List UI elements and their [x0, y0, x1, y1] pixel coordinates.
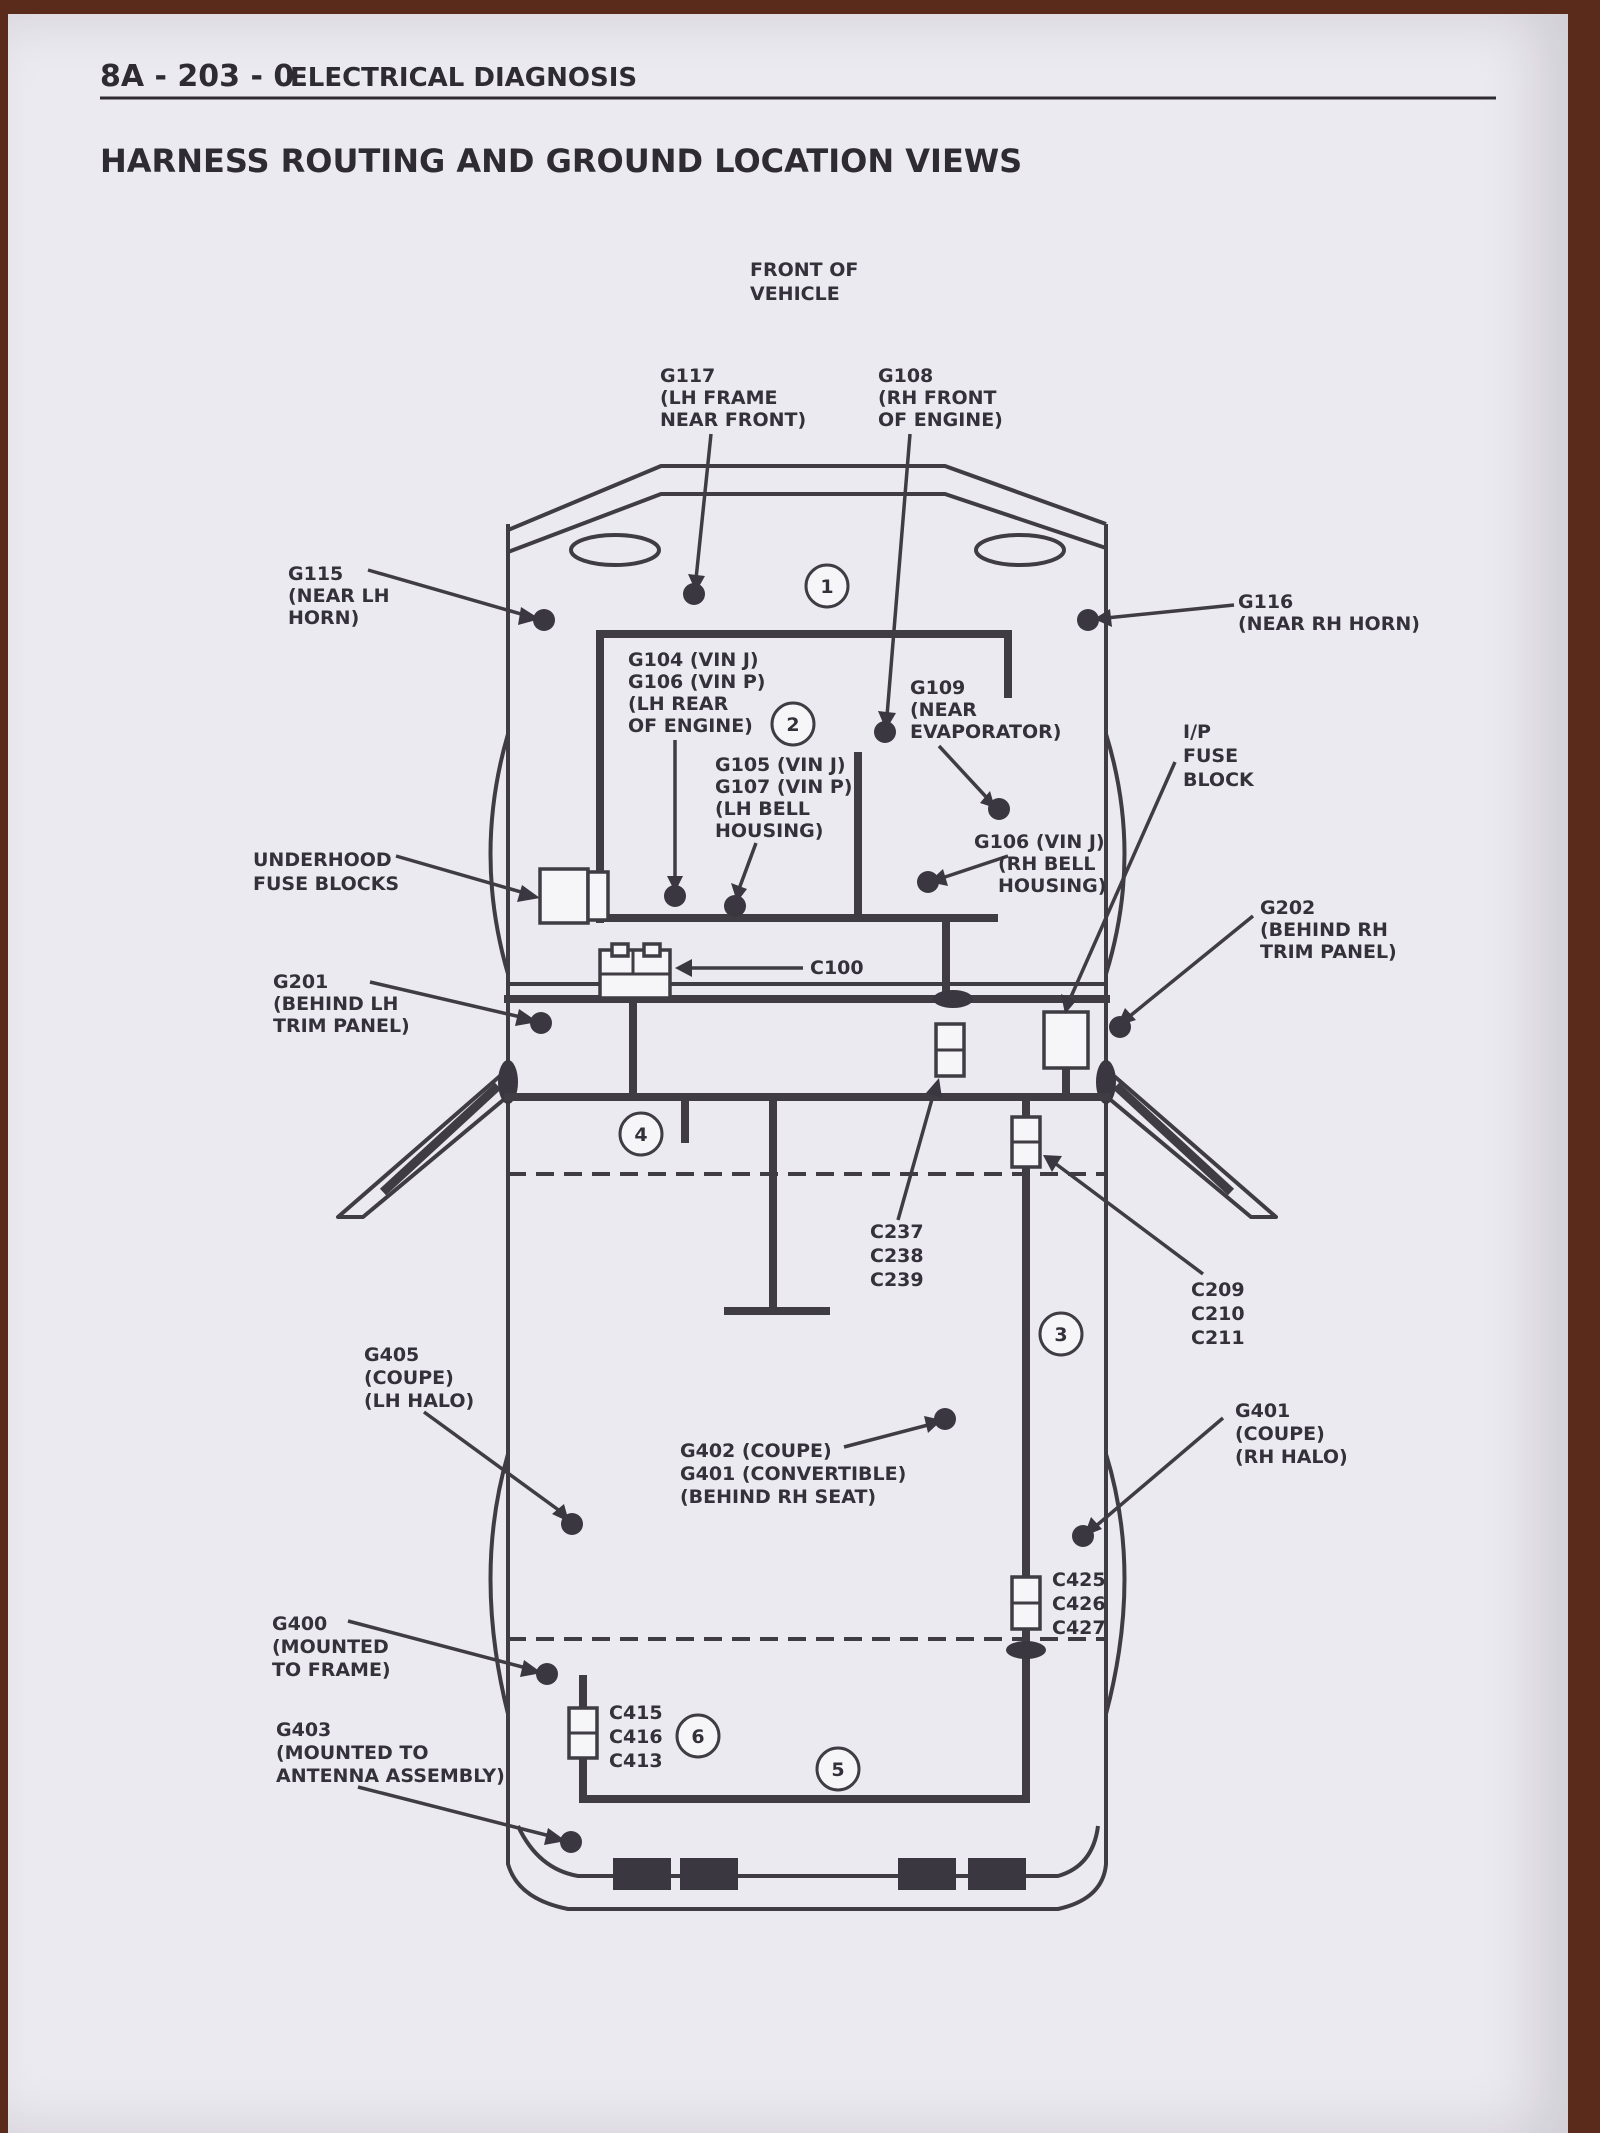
leader-lines	[347, 433, 1255, 1845]
label-g402: G402 (COUPE) G401 (CONVERTIBLE) (BEHIND …	[680, 1440, 913, 1508]
label-g401-rh-halo: G401 (COUPE) (RH HALO)	[1235, 1400, 1348, 1468]
manual-page: 8A - 203 - 0 ELECTRICAL DIAGNOSIS HARNES…	[8, 14, 1568, 2133]
label-g104: G104 (VIN J) G106 (VIN P) (LH REAR OF EN…	[628, 649, 772, 737]
ground-g116	[1077, 609, 1099, 631]
c209-connector	[1010, 1115, 1042, 1169]
zone-3: 3	[1054, 1324, 1067, 1346]
callout-labels: G117 (LH FRAME NEAR FRONT) G108 (RH FRON…	[253, 365, 1420, 1787]
label-g403: G403 (MOUNTED TO ANTENNA ASSEMBLY)	[276, 1719, 505, 1787]
firewall-grommet	[933, 990, 973, 1008]
label-g202: G202 (BEHIND RH TRIM PANEL)	[1260, 897, 1397, 963]
label-c425: C425 C426 C427	[1052, 1569, 1112, 1639]
page-code: 8A - 203 - 0	[100, 59, 294, 94]
underhood-fuse-block-1	[538, 867, 590, 925]
ground-g115	[533, 609, 555, 631]
zone-2: 2	[786, 714, 799, 736]
ground-g400	[536, 1663, 558, 1685]
orientation-label: FRONT OF VEHICLE	[750, 259, 865, 305]
ground-g403	[560, 1831, 582, 1853]
label-g400: G400 (MOUNTED TO FRAME)	[272, 1613, 395, 1681]
label-g117: G117 (LH FRAME NEAR FRONT)	[660, 365, 806, 431]
vehicle-outline	[336, 464, 1278, 1911]
c237-connector	[934, 1022, 966, 1078]
underhood-fuse-block-2	[586, 870, 610, 922]
label-c237: C237 C238 C239	[870, 1221, 930, 1291]
label-g109: G109 (NEAR EVAPORATOR)	[910, 677, 1061, 743]
connectors	[538, 867, 1090, 1760]
section-title: ELECTRICAL DIAGNOSIS	[290, 63, 637, 93]
ip-fuse-block	[1042, 1010, 1090, 1070]
label-g201: G201 (BEHIND LH TRIM PANEL)	[273, 971, 410, 1037]
label-underhood-fuse-blocks: UNDERHOOD FUSE BLOCKS	[253, 849, 399, 895]
zone-6: 6	[691, 1726, 704, 1748]
zone-1: 1	[820, 576, 833, 598]
ground-g402	[934, 1408, 956, 1430]
zone-markers: 1 2 3 4 5 6	[618, 563, 1084, 1792]
label-g106-vinj: G106 (VIN J) (RH BELL HOUSING)	[974, 831, 1111, 897]
ground-g106-vinj	[917, 871, 939, 893]
c100-connector	[598, 942, 672, 1000]
page-title: HARNESS ROUTING AND GROUND LOCATION VIEW…	[100, 142, 1022, 180]
label-c100: C100	[810, 957, 864, 979]
label-c415: C415 C416 C413	[609, 1702, 669, 1772]
label-g108: G108 (RH FRONT OF ENGINE)	[878, 365, 1003, 431]
label-c209: C209 C210 C211	[1191, 1279, 1251, 1349]
ground-g201	[530, 1012, 552, 1034]
zone-5: 5	[831, 1759, 844, 1781]
label-ip-fuse-block: I/P FUSE BLOCK	[1183, 721, 1255, 791]
ground-g104	[664, 885, 686, 907]
ground-g105	[724, 895, 746, 917]
c415-connector	[567, 1706, 599, 1760]
c425-connector	[1010, 1575, 1042, 1631]
label-g115: G115 (NEAR LH HORN)	[288, 563, 396, 629]
zone-4: 4	[634, 1124, 647, 1146]
label-g405: G405 (COUPE) (LH HALO)	[364, 1344, 474, 1412]
ground-g117	[683, 583, 705, 605]
label-g116: G116 (NEAR RH HORN)	[1238, 591, 1420, 635]
rear-grommet	[1006, 1641, 1046, 1659]
label-g105: G105 (VIN J) G107 (VIN P) (LH BELL HOUSI…	[715, 754, 859, 842]
harness-diagram: 8A - 203 - 0 ELECTRICAL DIAGNOSIS HARNES…	[100, 59, 1496, 1911]
ground-g108	[874, 721, 896, 743]
